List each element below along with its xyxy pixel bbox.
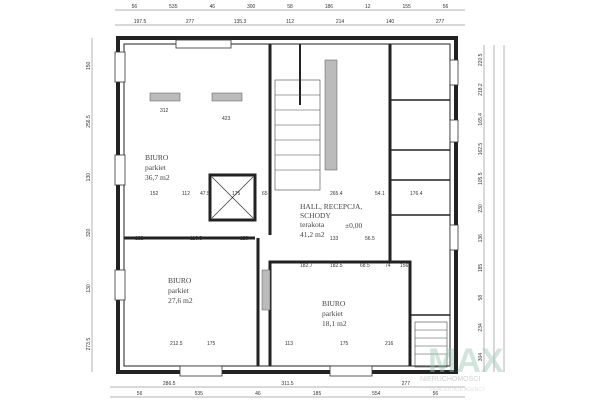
- dimension-label: 277: [186, 19, 195, 25]
- dimension-label: 554: [372, 391, 381, 397]
- level-mark: ±0,00: [345, 221, 362, 230]
- room-area: 27,6 m2: [168, 296, 193, 305]
- inner-dimension-label: 182.5: [330, 263, 343, 269]
- room-floor: parkiet: [168, 286, 190, 295]
- dimension-label: 234: [478, 323, 484, 332]
- staircase: [274, 79, 448, 368]
- inner-dimension-label: 112: [182, 191, 190, 197]
- dimension-label: 56: [132, 4, 138, 10]
- dimension-label: 140: [386, 19, 395, 25]
- inner-dimension-label: 175: [340, 341, 349, 347]
- inner-dimension-label: 74: [385, 263, 391, 269]
- inner-dimension-label: 182.7: [300, 263, 313, 269]
- dimension-label: 230: [478, 204, 484, 213]
- dimension-label: 150: [86, 61, 92, 70]
- room-floor: parkiet: [145, 163, 167, 172]
- room-name-line2: SCHODY: [300, 211, 331, 220]
- dimension-label: 273.5: [86, 338, 92, 351]
- inner-dimension-label: 175: [207, 341, 216, 347]
- room-name: HALL, RECEPCJA,: [300, 202, 362, 211]
- dimension-labels: 56 535 46 300 58 186 12 155 56 197.5 277 135.3 112 21…: [86, 4, 484, 397]
- watermark-line1: NIERUCHOMOŚCI: [420, 374, 480, 383]
- dimension-label: 218.2: [478, 83, 484, 96]
- inner-dimension-label: 216: [385, 341, 394, 347]
- inner-dimension-label: 265.4: [330, 191, 343, 197]
- inner-dimension-label: 120: [240, 236, 249, 242]
- dimension-label: 46: [209, 4, 215, 10]
- inner-dimension-label: 110.5: [190, 236, 202, 242]
- room-biuro-1: BIURO parkiet 36,7 m2: [145, 153, 170, 182]
- room-name: BIURO: [168, 276, 192, 285]
- dimension-label: 186: [325, 4, 334, 10]
- inner-dimension-label: 68.5: [360, 263, 370, 269]
- inner-dimension-label: 312: [160, 108, 169, 114]
- room-floor: terakota: [300, 220, 325, 229]
- dimension-label: 535: [195, 391, 204, 397]
- dimension-label: 162.5: [478, 143, 484, 156]
- inner-dimension-label: 182: [135, 236, 144, 242]
- dimension-label: 56: [433, 391, 439, 397]
- windows: [114, 39, 459, 377]
- walls: [116, 36, 458, 374]
- inner-dimension-label: 56.5: [365, 236, 375, 242]
- dimension-label: 155: [402, 4, 411, 10]
- dimension-label: 277: [436, 19, 445, 25]
- inner-dimension-label: 176.4: [410, 191, 423, 197]
- inner-dimension-label: 47.5: [200, 191, 210, 197]
- dimension-label: 130: [86, 284, 92, 293]
- dimension-label: 304: [478, 353, 484, 362]
- dimension-label: 135.3: [234, 19, 247, 25]
- dimension-label: 535: [169, 4, 178, 10]
- dimension-label: 130: [86, 173, 92, 182]
- inner-dimension-label: 423: [222, 116, 231, 122]
- inner-dimension-label: 156: [400, 263, 409, 269]
- dimension-label: 185: [313, 391, 322, 397]
- watermark-line2: REAL ESTATE AGENCY: [430, 387, 486, 393]
- room-area: 18,1 m2: [322, 319, 347, 328]
- dimension-label: 311.5: [281, 381, 293, 387]
- dimension-label: 197.5: [134, 19, 147, 25]
- dimension-label: 256.5: [86, 115, 92, 128]
- inner-dimension-label: 133: [330, 236, 339, 242]
- room-name: BIURO: [145, 153, 169, 162]
- room-area: 36,7 m2: [145, 173, 170, 182]
- columns: [149, 59, 338, 311]
- dimension-label: 12: [365, 4, 371, 10]
- inner-dimension-label: 212.5: [170, 341, 183, 347]
- inner-dimension-label: 175: [232, 191, 241, 197]
- dimension-label: 214: [336, 19, 345, 25]
- dimension-label: 165.4: [478, 113, 484, 126]
- dimension-label: 56: [443, 4, 449, 10]
- elevator-shaft: [208, 173, 257, 222]
- inner-dimension-label: 54.1: [375, 191, 385, 197]
- dimension-label: 300: [247, 4, 256, 10]
- dimension-lines: [91, 9, 505, 398]
- inner-dimension-label: 113: [285, 341, 293, 347]
- dimension-label: 105.5: [478, 172, 484, 185]
- dimension-label: 185: [478, 264, 484, 273]
- dimension-label: 277: [402, 381, 411, 387]
- dimension-label: 320: [86, 228, 92, 237]
- dimension-label: 136: [478, 234, 484, 243]
- dimension-label: 58: [478, 295, 484, 301]
- dimension-label: 56: [137, 391, 143, 397]
- dimension-label: 58: [287, 4, 293, 10]
- dimension-label: 46: [255, 391, 261, 397]
- room-biuro-2: BIURO parkiet 27,6 m2: [168, 276, 193, 305]
- dimension-label: 112: [286, 19, 294, 25]
- room-hall: HALL, RECEPCJA, SCHODY terakota 41,2 m2 …: [300, 202, 362, 239]
- watermark-logo: MAX NIERUCHOMOŚCI REAL ESTATE AGENCY: [420, 342, 504, 393]
- inner-dimension-label: 152: [150, 191, 159, 197]
- room-area: 41,2 m2: [300, 230, 325, 239]
- inner-dimension-label: 65: [262, 191, 268, 197]
- dimension-label: 286.5: [163, 381, 176, 387]
- room-name: BIURO: [322, 299, 346, 308]
- watermark-logo-text: MAX: [428, 342, 504, 380]
- dimension-label: 220.5: [478, 53, 484, 66]
- room-biuro-3: BIURO parkiet 18,1 m2: [322, 299, 347, 328]
- room-floor: parkiet: [322, 309, 344, 318]
